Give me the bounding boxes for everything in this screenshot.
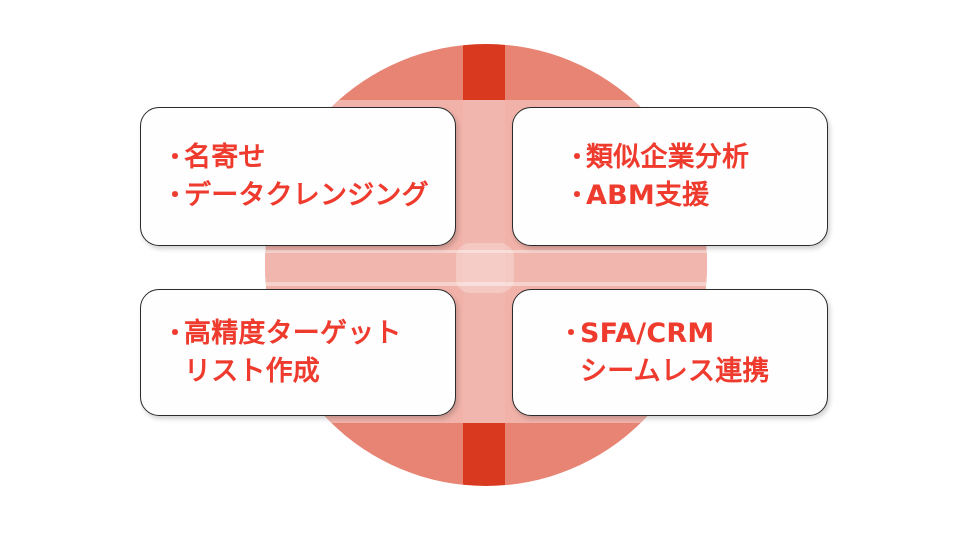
card-line-group: ・ 類似企業分析 ・ ABM支援 <box>513 140 827 214</box>
bullet-line: ・ SFA/CRM <box>559 316 827 352</box>
bullet-label: 類似企業分析 <box>586 141 750 173</box>
bullet-line: ・ 名寄せ <box>163 140 455 176</box>
card-line-group: ・ 名寄せ ・ データクレンジング <box>141 140 455 214</box>
cross-vertical <box>463 100 505 423</box>
bullet-icon: ・ <box>565 180 590 209</box>
bullet-icon: ・ <box>163 142 188 171</box>
bullet-icon: ・ <box>163 180 188 209</box>
bullet-line-continuation: シームレス連携 <box>559 354 827 390</box>
bullet-icon: ・ <box>163 318 188 347</box>
feature-card-top-left[interactable]: ・ 名寄せ ・ データクレンジング <box>140 107 456 246</box>
bullet-line: ・ 高精度ターゲット <box>163 316 455 352</box>
bullet-line: ・ データクレンジング <box>163 178 455 214</box>
bullet-label: データクレンジング <box>184 179 429 211</box>
bullet-label: 名寄せ <box>184 141 266 173</box>
band-col-right <box>505 44 707 486</box>
cross-horizontal <box>265 250 707 286</box>
bullet-line-continuation: リスト作成 <box>163 354 455 390</box>
cross-center <box>456 243 514 293</box>
bullet-label: SFA/CRM <box>580 317 715 349</box>
bullet-label: 高精度ターゲット <box>184 317 402 349</box>
bullet-icon: ・ <box>559 318 584 347</box>
bullet-label: リスト作成 <box>184 355 320 387</box>
feature-card-bottom-left[interactable]: ・ 高精度ターゲット リスト作成 <box>140 289 456 416</box>
feature-card-top-right[interactable]: ・ 類似企業分析 ・ ABM支援 <box>512 107 828 246</box>
bullet-label: シームレス連携 <box>580 355 770 387</box>
bullet-line: ・ 類似企業分析 <box>565 140 827 176</box>
bullet-label: ABM支援 <box>586 179 710 211</box>
bullet-line: ・ ABM支援 <box>565 178 827 214</box>
card-line-group: ・ SFA/CRM シームレス連携 <box>513 316 827 390</box>
feature-card-bottom-right[interactable]: ・ SFA/CRM シームレス連携 <box>512 289 828 416</box>
band-col-left <box>265 44 463 486</box>
bullet-icon: ・ <box>565 142 590 171</box>
card-line-group: ・ 高精度ターゲット リスト作成 <box>141 316 455 390</box>
